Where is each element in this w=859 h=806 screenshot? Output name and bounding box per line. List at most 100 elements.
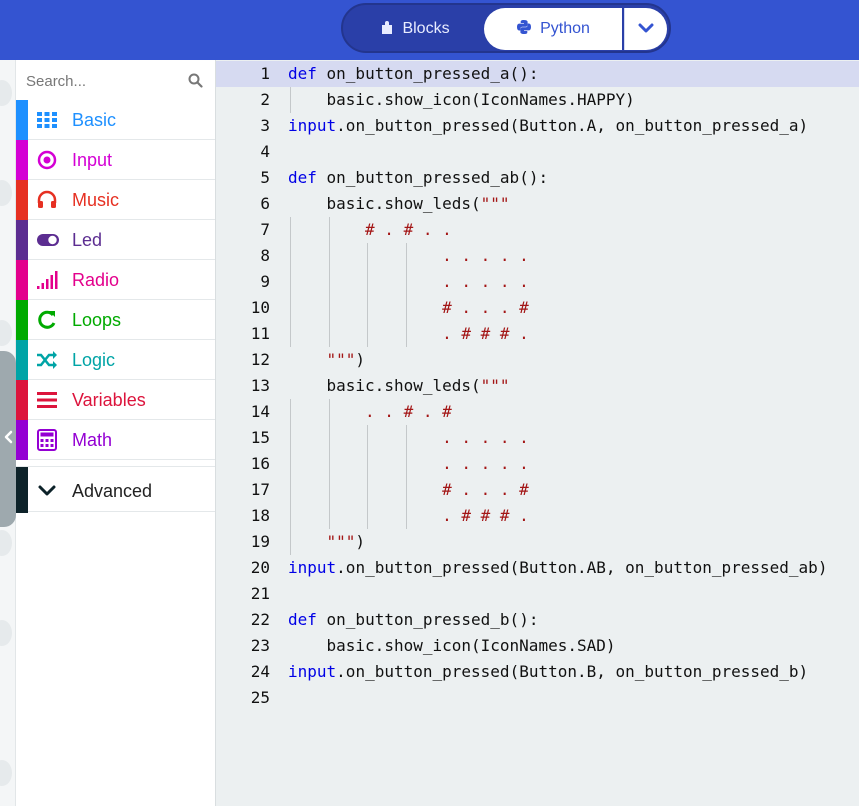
category-radio[interactable]: Radio — [16, 260, 215, 300]
code-line[interactable]: 19""") — [216, 529, 859, 555]
category-label: Math — [72, 430, 113, 450]
search-input[interactable] — [24, 67, 178, 95]
code-line[interactable]: 18. # # # . — [216, 503, 859, 529]
indent-guide — [290, 529, 291, 555]
python-label: Python — [540, 20, 590, 37]
indent-guide — [290, 477, 291, 503]
code-token: .on_button_pressed(Button.A, on_button_p… — [336, 116, 809, 135]
loop-arrow-icon — [36, 309, 58, 331]
code-token: basic.show_icon(IconNames.SAD) — [326, 636, 616, 655]
line-number: 22 — [250, 610, 270, 629]
line-number: 7 — [260, 220, 270, 239]
code-line[interactable]: 2 basic.show_icon(IconNames.HAPPY) — [216, 87, 859, 113]
keyword-token: def — [288, 64, 327, 83]
category-color-bar — [16, 300, 28, 340]
keyword-token: input — [288, 662, 337, 681]
code-line[interactable]: 17# . . . # — [216, 477, 859, 503]
code-line[interactable]: 7 # . # . . — [216, 217, 859, 243]
string-token: """ — [326, 350, 356, 369]
category-loops[interactable]: Loops — [16, 300, 215, 340]
search-icon[interactable] — [188, 73, 203, 93]
category-input[interactable]: Input — [16, 140, 215, 180]
line-number: 1 — [260, 64, 270, 83]
string-token: # . . . # — [442, 480, 529, 499]
line-number: 14 — [250, 402, 270, 421]
code-line[interactable]: 23 basic.show_icon(IconNames.SAD) — [216, 633, 859, 659]
category-variables[interactable]: Variables — [16, 380, 215, 420]
indent-guide — [328, 321, 330, 347]
indent-guide — [405, 295, 407, 321]
category-logic[interactable]: Logic — [16, 340, 215, 380]
collapse-simulator-button[interactable] — [0, 351, 16, 527]
code-token: on_button_pressed_ab(): — [326, 168, 549, 187]
code-text: input.on_button_pressed(Button.B, on_but… — [288, 659, 808, 685]
line-number: 16 — [250, 454, 270, 473]
toggle-icon — [36, 229, 59, 251]
string-token: . . . . . — [442, 454, 529, 473]
code-line[interactable]: 12""") — [216, 347, 859, 373]
indent-guide — [405, 269, 407, 295]
calculator-icon — [36, 429, 58, 451]
line-number: 12 — [250, 350, 270, 369]
indent-guide — [290, 295, 291, 321]
code-line[interactable]: 21 — [216, 581, 859, 607]
category-label: Input — [72, 150, 113, 170]
category-color-bar — [16, 220, 28, 260]
code-line[interactable]: 15. . . . . — [216, 425, 859, 451]
code-text: . # # # . — [442, 503, 529, 529]
line-number: 24 — [250, 662, 270, 681]
python-button[interactable]: Python — [484, 8, 622, 50]
category-math[interactable]: Math — [16, 420, 215, 460]
code-line[interactable]: 24 input.on_button_pressed(Button.B, on_b… — [216, 659, 859, 685]
code-text: . . . . . — [442, 451, 529, 477]
line-number: 13 — [250, 376, 270, 395]
code-line[interactable]: 16 . . . . . — [216, 451, 859, 477]
string-token: # . # . . — [365, 220, 452, 239]
line-number: 20 — [250, 558, 270, 577]
chevron-down-icon — [638, 20, 654, 38]
line-number: 2 — [260, 90, 270, 109]
code-text: input.on_button_pressed(Button.AB, on_bu… — [288, 555, 827, 581]
code-token: .on_button_pressed(Button.AB, on_button_… — [336, 558, 828, 577]
category-color-bar — [16, 100, 28, 140]
code-token: basic.show_leds( — [326, 376, 481, 395]
category-color-bar — [16, 140, 28, 180]
chevron-down-icon — [36, 480, 58, 502]
line-number: 23 — [250, 636, 270, 655]
code-text: . . . . . — [442, 425, 529, 451]
line-number: 21 — [250, 584, 270, 603]
line-number: 9 — [260, 272, 270, 291]
language-dropdown-button[interactable] — [624, 8, 667, 50]
blocks-button[interactable]: Blocks — [347, 8, 483, 50]
category-basic[interactable]: Basic — [16, 100, 215, 140]
code-token: basic.show_icon(IconNames.HAPPY) — [326, 90, 635, 109]
code-line[interactable]: 20 input.on_button_pressed(Button.AB, on_… — [216, 555, 859, 581]
category-label: Logic — [72, 350, 116, 370]
category-label: Radio — [72, 270, 120, 290]
category-color-bar — [16, 467, 28, 513]
category-music[interactable]: Music — [16, 180, 215, 220]
code-line[interactable]: 25 — [216, 685, 859, 711]
code-line[interactable]: 9. . . . . — [216, 269, 859, 295]
code-line[interactable]: 14. . # . # — [216, 399, 859, 425]
code-line[interactable]: 8. . . . . — [216, 243, 859, 269]
category-advanced[interactable]: Advanced — [16, 466, 215, 513]
indent-guide — [367, 425, 369, 451]
category-led[interactable]: Led — [16, 220, 215, 260]
indent-guide — [328, 477, 330, 503]
code-token: ) — [355, 532, 366, 551]
code-line[interactable]: 10# . . . # — [216, 295, 859, 321]
keyword-token: input — [288, 116, 337, 135]
category-color-bar — [16, 340, 28, 380]
code-line[interactable]: 4 — [216, 139, 859, 165]
code-line[interactable]: 11. # # # . — [216, 321, 859, 347]
line-number: 6 — [260, 194, 270, 213]
string-token: # . . . # — [442, 298, 529, 317]
